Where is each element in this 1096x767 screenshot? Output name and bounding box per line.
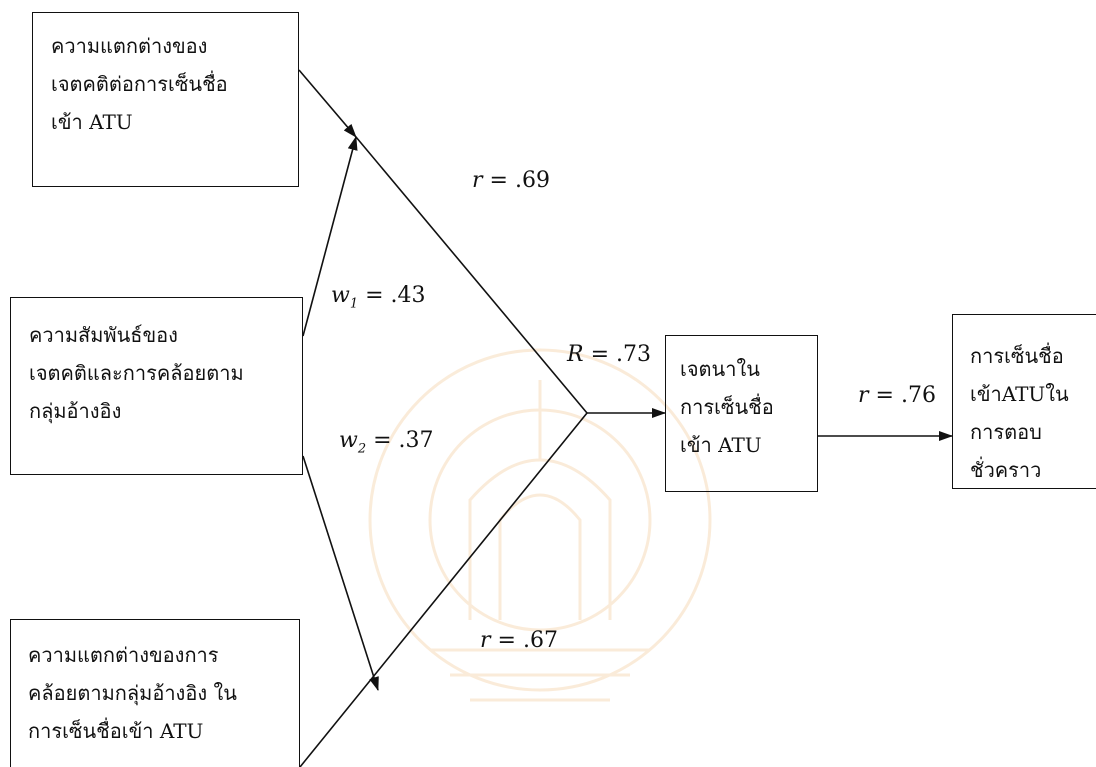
box-outcome: การเซ็นชื่อ เข้าATUใน การตอบ ชั่วคราว [952,314,1096,489]
box-attitude-difference: ความแตกต่างของ เจตคติต่อการเซ็นชื่อ เข้า… [32,12,299,187]
box-text-line: การตอบ [970,420,1042,444]
box-text-line: เข้าATUใน [970,382,1069,406]
coef-value: = .37 [366,428,434,453]
box-text-line: คล้อยตามกลุ่มอ้างอิง ใน [28,681,237,705]
box-text-line: เข้า ATU [680,433,762,457]
coef-symbol: r [858,383,869,408]
box-attitude-norm-relation: ความสัมพันธ์ของ เจตคติและการคล้อยตาม กลุ… [10,297,303,475]
coef-value: = .76 [868,383,936,408]
box-text-line: เจตคติต่อการเซ็นชื่อ [51,72,228,96]
box-text-line: เจตนาใน [680,357,760,381]
box-text-line: ชั่วคราว [970,458,1042,482]
coef-r-intention-behavior: r = .76 [856,383,938,408]
edge-upper-junction-to-combine [355,136,588,414]
coef-w1: w1 = .43 [331,283,426,311]
coef-subscript: 2 [357,441,367,457]
box-intention: เจตนาใน การเซ็นชื่อ เข้า ATU [665,335,818,492]
coef-r-norm: r = .67 [480,628,558,653]
coef-value: = .43 [358,283,426,308]
coef-symbol: R [567,342,584,367]
coef-value: = .73 [583,342,651,367]
box-text-line: ความแตกต่างของการ [28,643,219,667]
coef-symbol: r [472,168,483,193]
coef-value: = .69 [482,168,550,193]
coef-symbol: w [331,283,350,308]
box-text-line: การเซ็นชื่อเข้า ATU [28,719,204,743]
edge-relation-to-lower-junction [302,455,379,691]
coef-r-attitude: r = .69 [472,168,550,193]
coef-subscript: 1 [349,296,359,312]
coef-symbol: w [339,428,358,453]
coef-symbol: r [480,628,491,653]
coef-multiple-R: R = .73 [567,342,651,367]
box-text-line: การเซ็นชื่อ [680,395,774,419]
coef-w2: w2 = .37 [339,428,434,456]
box-text-line: การเซ็นชื่อ [970,344,1064,368]
box-text-line: กลุ่มอ้างอิง [29,399,122,423]
coef-value: = .67 [490,628,558,653]
box-text-line: เข้า ATU [51,110,133,134]
box-text-line: ความสัมพันธ์ของ [29,323,178,347]
edge-attitude-to-w1-junction [298,69,357,138]
edge-norm-diff-to-combine [299,412,588,767]
box-text-line: ความแตกต่างของ [51,34,208,58]
edge-relation-to-upper-junction [302,136,358,337]
box-norm-difference: ความแตกต่างของการ คล้อยตามกลุ่มอ้างอิง ใ… [10,619,300,767]
box-text-line: เจตคติและการคล้อยตาม [29,361,244,385]
